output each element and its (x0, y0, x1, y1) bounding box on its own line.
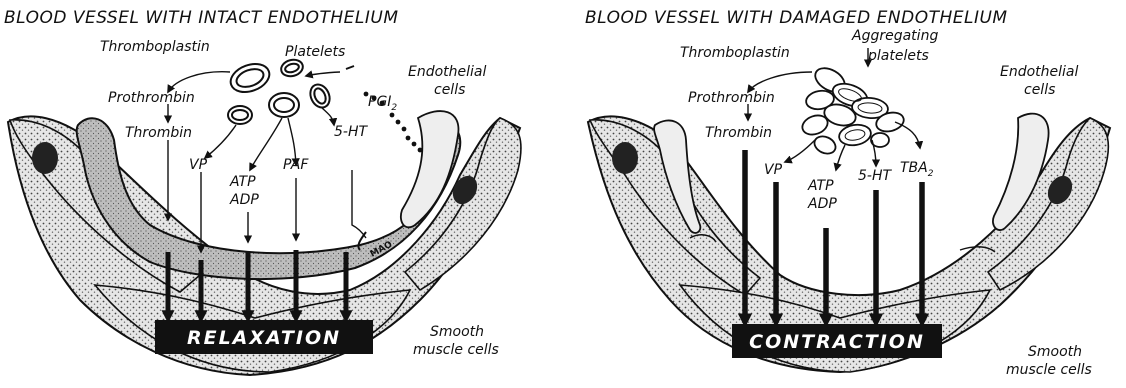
right-5ht-label: 5-HT (858, 168, 892, 184)
right-prothrombin-label: Prothrombin (688, 90, 775, 106)
right-aggregating-platelets (800, 63, 906, 157)
right-tba-label: TBA2 (900, 160, 934, 179)
right-aggregating-label-2: platelets (867, 48, 929, 64)
right-panel: BLOOD VESSEL WITH DAMAGED ENDOTHELIUM (585, 8, 1110, 378)
left-result-label: RELAXATION (187, 327, 341, 349)
left-title: BLOOD VESSEL WITH INTACT ENDOTHELIUM (4, 8, 399, 28)
right-thrombin-label: Thrombin (705, 125, 772, 141)
left-5ht-label: 5-HT (334, 124, 368, 140)
right-endothelial-label-2: cells (1024, 82, 1055, 98)
right-title: BLOOD VESSEL WITH DAMAGED ENDOTHELIUM (585, 8, 1008, 28)
left-endothelial-label-2: cells (434, 82, 465, 98)
left-paf-label: PAF (283, 157, 309, 173)
right-endothelial-label-1: Endothelial (1000, 64, 1079, 80)
left-prothrombin-label: Prothrombin (108, 90, 195, 106)
left-endothelial-label-1: Endothelial (408, 64, 487, 80)
right-smooth-label-1: Smooth (1028, 344, 1082, 360)
left-panel: BLOOD VESSEL WITH INTACT ENDOTHELIUM (4, 8, 521, 375)
left-platelets (227, 57, 333, 124)
right-smooth-label-2: muscle cells (1006, 362, 1092, 378)
left-smooth-label-2: muscle cells (413, 342, 499, 358)
right-result-label: CONTRACTION (749, 331, 925, 353)
left-atp-label: ATP (229, 174, 256, 190)
left-platelets-label: Platelets (285, 44, 345, 60)
left-nucleus-1 (32, 142, 58, 174)
left-thrombin-label: Thrombin (125, 125, 192, 141)
left-vp-label: VP (189, 157, 208, 173)
right-atp-label: ATP (807, 178, 834, 194)
right-nucleus-1 (612, 142, 638, 174)
right-vp-label: VP (764, 162, 783, 178)
left-5ht-path (352, 170, 366, 238)
right-aggregating-label-1: Aggregating (851, 28, 938, 44)
left-thromboplastin-label: Thromboplastin (100, 39, 210, 55)
left-pgi-label: PGI2 (368, 94, 397, 113)
right-adp-label: ADP (807, 196, 837, 212)
right-thromboplastin-label: Thromboplastin (680, 45, 790, 61)
left-adp-label: ADP (229, 192, 259, 208)
left-smooth-label-1: Smooth (430, 324, 484, 340)
